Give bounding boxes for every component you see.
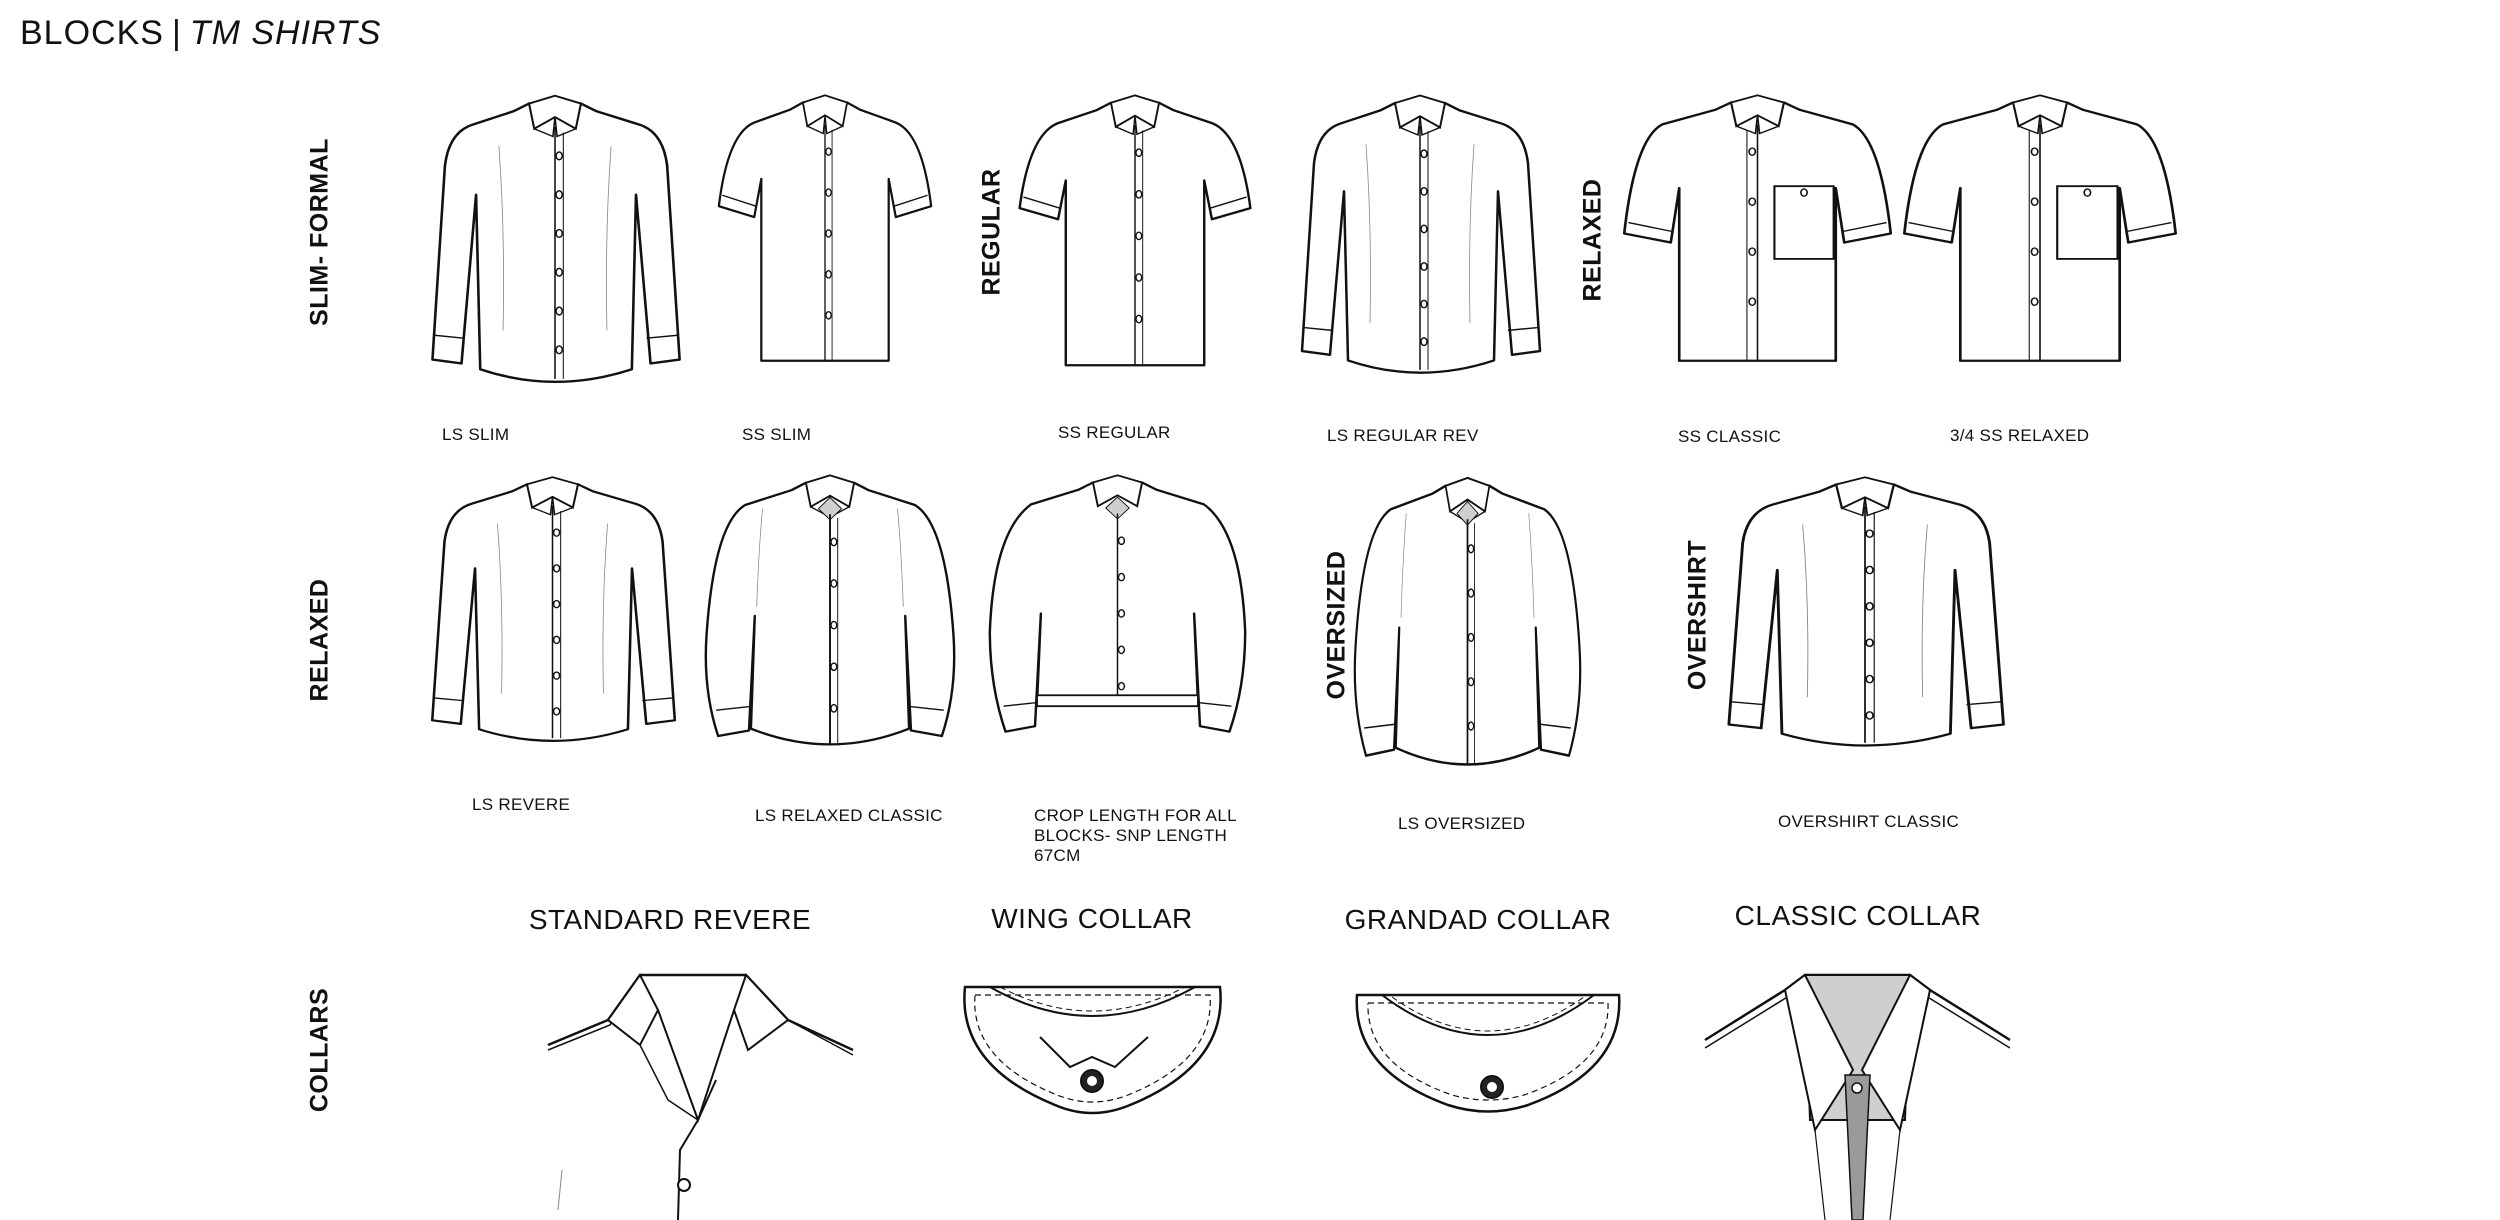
crop-length-sketch xyxy=(980,468,1255,768)
ls-slim-sketch xyxy=(420,88,690,408)
ss-regular-sketch xyxy=(1010,88,1260,393)
label-slim-formal: SLIM- FORMAL xyxy=(305,138,334,326)
caption-overshirt-classic: OVERSHIRT CLASSIC xyxy=(1778,812,1960,831)
caption-ss-classic: SS CLASSIC xyxy=(1678,427,1782,446)
overshirt-classic-sketch xyxy=(1715,470,2015,770)
classic-collar-sketch xyxy=(1705,970,2010,1220)
title-tm-shirts: TM SHIRTS xyxy=(189,14,382,52)
caption-ls-slim: LS SLIM xyxy=(442,425,510,444)
title-wing-collar: WING COLLAR xyxy=(991,903,1193,934)
ls-revere-sketch xyxy=(420,470,685,765)
label-collars: COLLARS xyxy=(305,987,334,1113)
ss-slim-sketch xyxy=(710,88,940,388)
caption-crop-note: CROP LENGTH FOR ALL BLOCKS- SNP LENGTH 6… xyxy=(1034,806,1237,865)
wing-collar-sketch xyxy=(960,975,1225,1125)
ss-classic-sketch xyxy=(1620,88,1895,388)
ls-oversized-sketch xyxy=(1345,470,1590,795)
three-quarter-relaxed-sketch xyxy=(1900,88,2180,388)
caption-ss-slim: SS SLIM xyxy=(742,425,812,444)
title-blocks: BLOCKS xyxy=(20,14,164,52)
label-overshirt: OVERSHIRT xyxy=(1683,539,1712,691)
label-regular: REGULAR xyxy=(977,168,1006,296)
standard-revere-collar-sketch xyxy=(548,970,853,1220)
label-relaxed-top: RELAXED xyxy=(1578,178,1607,302)
ls-relaxed-classic-sketch xyxy=(695,468,965,773)
caption-ls-regular-rev: LS REGULAR REV xyxy=(1327,426,1479,445)
label-relaxed-mid: RELAXED xyxy=(305,578,334,702)
caption-ss-regular: SS REGULAR xyxy=(1058,423,1171,442)
title-standard-revere: STANDARD REVERE xyxy=(528,904,812,935)
title-grandad-collar: GRANDAD COLLAR xyxy=(1344,904,1612,935)
grandad-collar-sketch xyxy=(1352,985,1624,1125)
page-title: BLOCKS|TM SHIRTS xyxy=(20,14,381,53)
caption-three-quarter-relaxed: 3/4 SS RELAXED xyxy=(1950,426,2090,445)
caption-ls-revere: LS REVERE xyxy=(472,795,571,814)
ls-regular-rev-sketch xyxy=(1290,88,1550,398)
caption-ls-oversized: LS OVERSIZED xyxy=(1398,814,1526,833)
title-separator: | xyxy=(171,14,182,52)
title-classic-collar: CLASSIC COLLAR xyxy=(1734,900,1982,931)
caption-ls-relaxed-classic: LS RELAXED CLASSIC xyxy=(755,806,943,825)
